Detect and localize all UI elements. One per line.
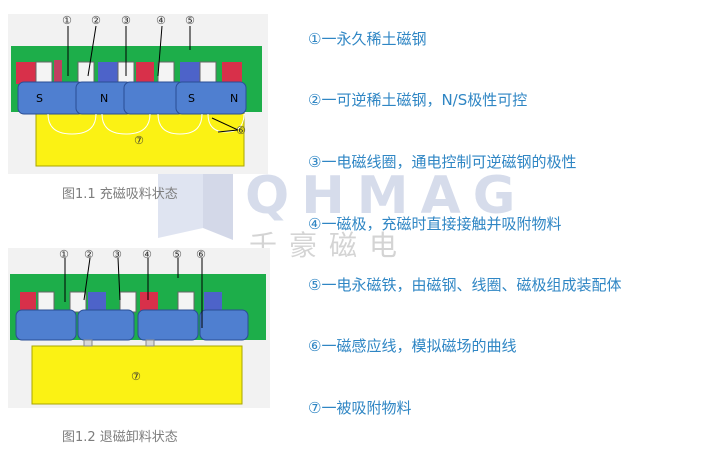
legend-item-1: ①一永久稀土磁钢 — [308, 30, 427, 48]
permanent-magnets — [20, 292, 222, 312]
marker-1: ① — [62, 14, 72, 27]
marker-6: ⑥ — [196, 248, 206, 261]
figure2-caption: 图1.2 退磁卸料状态 — [62, 430, 178, 445]
legend-item-7: ⑦一被吸附物料 — [308, 399, 412, 417]
marker-5: ⑤ — [172, 248, 182, 261]
marker-7: ⑦ — [134, 134, 144, 147]
coils — [35, 61, 217, 85]
pole-label-2: N — [100, 92, 108, 105]
marker-1: ① — [59, 248, 69, 261]
legend-item-2: ②一可逆稀土磁钢，N/S极性可控 — [308, 91, 528, 109]
marker-6: ⑥ — [236, 124, 246, 137]
legend-item-6: ⑥一磁感应线，模拟磁场的曲线 — [308, 337, 517, 355]
permanent-magnets — [16, 60, 242, 84]
magnetic-poles — [15, 309, 249, 341]
marker-3: ③ — [121, 14, 131, 27]
figure-magnetized-state: S N S N ① ② ③ ④ ⑤ ⑥ ⑦ — [8, 14, 268, 174]
pole-label-3: S — [188, 92, 195, 105]
flux-lines — [47, 113, 245, 135]
figure-demagnetized-state: ① ② ③ ④ ⑤ ⑥ ⑦ — [8, 248, 270, 408]
legend-item-4: ④一磁极，充磁时直接接触并吸附物料 — [308, 215, 562, 233]
marker-3: ③ — [112, 248, 122, 261]
material-block — [31, 345, 243, 405]
pole-label-4: N — [230, 92, 238, 105]
pole-label-1: S — [36, 92, 43, 105]
marker-4: ④ — [142, 248, 152, 261]
marker-4: ④ — [156, 14, 166, 27]
figure1-caption: 图1.1 充磁吸料状态 — [62, 187, 178, 202]
legend-item-5: ⑤一电永磁铁，由磁钢、线圈、磁极组成装配体 — [308, 276, 622, 294]
marker-2: ② — [84, 248, 94, 261]
gap-arrows — [83, 339, 155, 347]
watermark-cube-icon — [158, 158, 233, 240]
leader-arrows — [67, 25, 239, 133]
marker-5: ⑤ — [185, 14, 195, 27]
coils — [37, 291, 195, 313]
leader-arrows — [64, 257, 203, 328]
marker-2: ② — [91, 14, 101, 27]
legend-item-3: ③一电磁线圈，通电控制可逆磁钢的极性 — [308, 153, 577, 171]
material-block — [35, 109, 245, 167]
magnetic-poles — [17, 81, 247, 115]
marker-7: ⑦ — [131, 370, 141, 383]
